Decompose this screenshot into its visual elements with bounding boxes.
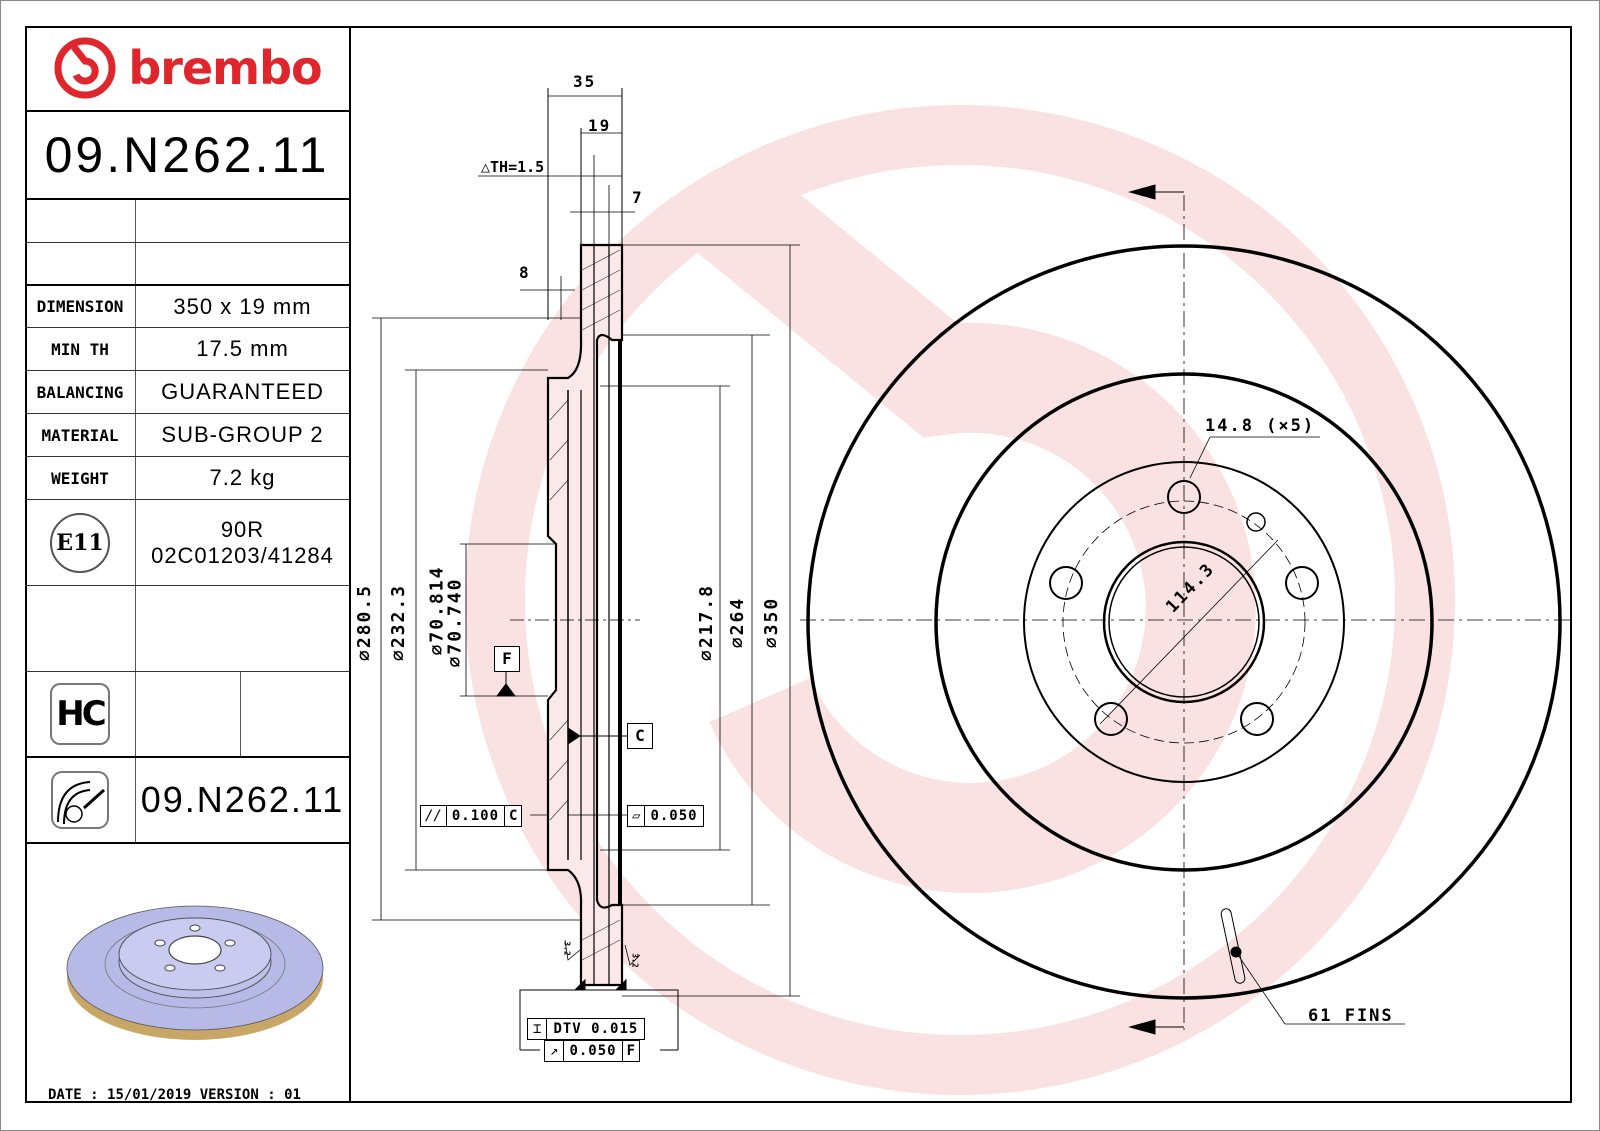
- dtv-icon: ⌶: [528, 1019, 548, 1039]
- product-icon-cell: [25, 758, 136, 842]
- roughness-left: 3.2: [562, 941, 572, 956]
- title-block: brembo 09.N262.11 DIMENSION 350 x 19 mm …: [25, 26, 351, 1103]
- spec-value: SUB-GROUP 2: [161, 422, 324, 447]
- flatness-frame: ▱ 0.050: [627, 805, 704, 827]
- product-row: 09.N262.11: [25, 758, 349, 844]
- section-view: [372, 88, 800, 1051]
- dim-diam-280-5: ⌀280.5: [354, 583, 376, 662]
- dim-diam-232-3: ⌀232.3: [388, 583, 410, 662]
- blank-row-3: [25, 586, 349, 672]
- datum-f: F: [494, 646, 520, 672]
- part-number-row: 09.N262.11: [25, 112, 349, 200]
- parallelism-value: 0.100: [447, 806, 506, 826]
- parallelism-datum: C: [509, 808, 518, 824]
- brake-disc-icon: [51, 771, 109, 829]
- dim-diam-217-8: ⌀217.8: [696, 583, 718, 662]
- e11-mark-icon: E11: [50, 512, 110, 573]
- dim-8: 8: [519, 263, 529, 282]
- spec-row: BALANCING GUARANTEED: [25, 371, 349, 414]
- flatness-icon: ▱: [628, 806, 646, 826]
- dim-diam-70-740: ⌀70.740: [444, 577, 466, 668]
- runout-value: 0.050: [564, 1041, 623, 1061]
- approval-code: 02C01203/41284: [151, 542, 334, 568]
- dim-35: 35: [573, 72, 597, 91]
- roughness-right: 3.2: [630, 953, 640, 968]
- spec-label: DIMENSION: [25, 286, 136, 327]
- blank-row-2: [25, 243, 349, 286]
- brand-row: brembo: [25, 26, 349, 112]
- part-number-repeat-cell: 09.N262.11: [136, 758, 349, 842]
- watermark-logo-icon: [465, 105, 1455, 1095]
- datum-c: C: [627, 723, 653, 749]
- front-view: [800, 184, 1570, 1035]
- runout-icon: ↗: [545, 1041, 565, 1061]
- approval-regulation: 90R: [220, 516, 265, 542]
- dim-delta-th: △TH=1.5: [481, 158, 545, 176]
- dtv-value: DTV 0.015: [553, 1021, 639, 1037]
- version-value: 01: [284, 1087, 301, 1103]
- footer-date-version: DATE : 15/01/2019 VERSION : 01: [48, 1087, 301, 1103]
- version-label: VERSION: [199, 1087, 259, 1103]
- dim-diam-350: ⌀350: [761, 596, 783, 649]
- part-number-repeat: 09.N262.11: [140, 779, 345, 820]
- dim-7: 7: [632, 188, 642, 207]
- brand-logo: brembo: [52, 35, 323, 101]
- blank-row-1: [25, 200, 349, 243]
- date-value: 15/01/2019: [107, 1087, 192, 1103]
- hc-badge-icon: HC: [50, 683, 110, 745]
- dim-19: 19: [588, 116, 612, 135]
- spec-value: 7.2 kg: [209, 465, 276, 490]
- spec-label: MIN TH: [25, 328, 136, 370]
- brand-name: brembo: [128, 41, 322, 95]
- spec-row: MATERIAL SUB-GROUP 2: [25, 414, 349, 457]
- spec-value: GUARANTEED: [161, 379, 324, 404]
- spec-row: WEIGHT 7.2 kg: [25, 457, 349, 500]
- runout-datum: F: [626, 1043, 636, 1059]
- spec-row: MIN TH 17.5 mm: [25, 328, 349, 371]
- hc-row: HC: [25, 672, 349, 758]
- spec-label: MATERIAL: [25, 414, 136, 456]
- dim-diam-264: ⌀264: [727, 596, 749, 649]
- spec-label: WEIGHT: [25, 457, 136, 499]
- hc-cell: HC: [25, 672, 136, 756]
- approval-mark: E11: [25, 500, 136, 585]
- bolt-hole-dim: 14.8 (×5): [1205, 416, 1316, 436]
- flatness-value: 0.050: [650, 808, 698, 824]
- runout-frame: ↗ 0.050 F: [544, 1040, 641, 1062]
- disc-3d-render: [65, 876, 325, 1061]
- spec-value: 17.5 mm: [196, 336, 289, 361]
- part-number: 09.N262.11: [44, 127, 330, 183]
- parallelism-icon: //: [421, 806, 447, 826]
- fins-count: 61 FINS: [1308, 1006, 1394, 1026]
- spec-value: 350 x 19 mm: [173, 293, 312, 319]
- spec-label: BALANCING: [25, 371, 136, 413]
- spec-row: DIMENSION 350 x 19 mm: [25, 286, 349, 328]
- approval-row: E11 90R 02C01203/41284: [25, 500, 349, 586]
- approval-text: 90R 02C01203/41284: [136, 500, 349, 585]
- brake-disc-render-icon: [66, 905, 324, 1040]
- drawing-frame: [25, 26, 1572, 1103]
- parallelism-frame: // 0.100 C: [420, 805, 523, 827]
- dtv-frame: ⌶ DTV 0.015: [527, 1018, 646, 1040]
- date-label: DATE: [48, 1087, 82, 1103]
- brembo-disc-logo-icon: [54, 37, 116, 99]
